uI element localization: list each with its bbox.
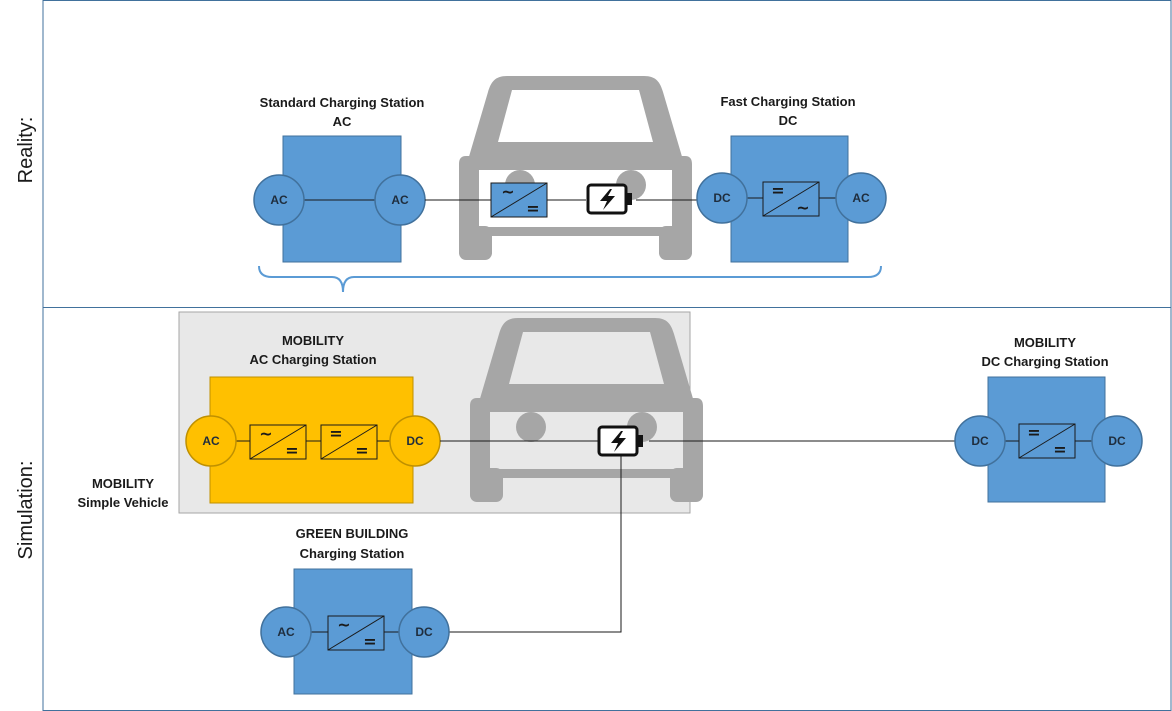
reality-vehicle: ~ =: [425, 76, 697, 260]
standard-station-type: AC: [333, 114, 352, 129]
port-circle: [1091, 415, 1143, 467]
converter-icon: = =: [1018, 423, 1076, 459]
mobility-ac-charging-station: MOBILITY AC Charging Station ~ = = = AC …: [185, 333, 441, 504]
brace-icon: [258, 265, 882, 293]
port-circle: [835, 172, 887, 224]
converter-symbol: =: [771, 181, 784, 200]
port-label: AC: [391, 193, 409, 207]
standard-charging-station: Standard Charging Station AC AC AC: [253, 95, 426, 263]
ac-station-title: MOBILITY: [282, 333, 344, 348]
converter-symbol: =: [526, 199, 539, 218]
fast-charging-station: Fast Charging Station DC = ~ DC AC: [696, 94, 887, 263]
converter-symbol: ~: [337, 615, 350, 634]
dc-station-subtitle: DC Charging Station: [981, 354, 1108, 369]
port-label: DC: [415, 625, 433, 639]
converter-symbol: =: [329, 424, 342, 443]
green-building-title: GREEN BUILDING: [296, 526, 409, 541]
converter-symbol: =: [285, 441, 298, 460]
converter-symbol: ~: [259, 424, 272, 443]
converter-icon: ~ =: [327, 615, 385, 651]
port-circle: [696, 172, 748, 224]
port-label: AC: [270, 193, 288, 207]
port-circle: [185, 415, 237, 467]
converter-symbol: =: [1053, 440, 1066, 459]
dc-station-title: MOBILITY: [1014, 335, 1076, 350]
simple-vehicle-subtitle: Simple Vehicle: [77, 495, 168, 510]
converter-symbol: ~: [796, 198, 809, 217]
mobility-dc-charging-station: MOBILITY DC Charging Station = = DC DC: [954, 335, 1143, 503]
battery-icon: [586, 183, 634, 215]
port-label: AC: [852, 191, 870, 205]
port-label: AC: [277, 625, 295, 639]
converter-symbol: ~: [501, 182, 514, 201]
row-label-simulation: Simulation:: [15, 461, 37, 560]
port-circle: [398, 606, 450, 658]
standard-station-title: Standard Charging Station: [260, 95, 425, 110]
converter-icon: ~ =: [249, 424, 307, 460]
port-label: DC: [713, 191, 731, 205]
ac-station-subtitle: AC Charging Station: [249, 352, 376, 367]
converter-icon: = =: [320, 424, 378, 460]
converter-icon: = ~: [762, 181, 820, 217]
converter-symbol: =: [355, 441, 368, 460]
port-label: AC: [202, 434, 220, 448]
port-circle: [260, 606, 312, 658]
car-icon: [459, 76, 692, 260]
fast-station-title: Fast Charging Station: [720, 94, 855, 109]
converter-icon: ~ =: [490, 182, 548, 218]
port-circle: [954, 415, 1006, 467]
simulation-row: MOBILITY Simple Vehicle MOBILITY AC Char…: [77, 311, 1143, 695]
port-circle: [253, 174, 305, 226]
ac-station-box: [209, 376, 414, 504]
converter-symbol: =: [1027, 423, 1040, 442]
port-label: DC: [971, 434, 989, 448]
fast-station-type: DC: [779, 113, 798, 128]
reality-row: Standard Charging Station AC AC AC ~ =: [253, 76, 887, 293]
port-label: DC: [1108, 434, 1126, 448]
simple-vehicle-title: MOBILITY: [92, 476, 154, 491]
connector-line: [449, 456, 622, 633]
port-label: DC: [406, 434, 424, 448]
green-building-subtitle: Charging Station: [300, 546, 405, 561]
green-building-charging-station: GREEN BUILDING Charging Station ~ = AC D…: [260, 526, 450, 695]
converter-symbol: =: [363, 632, 376, 651]
battery-icon: [597, 425, 645, 457]
row-label-reality: Reality:: [15, 117, 37, 184]
